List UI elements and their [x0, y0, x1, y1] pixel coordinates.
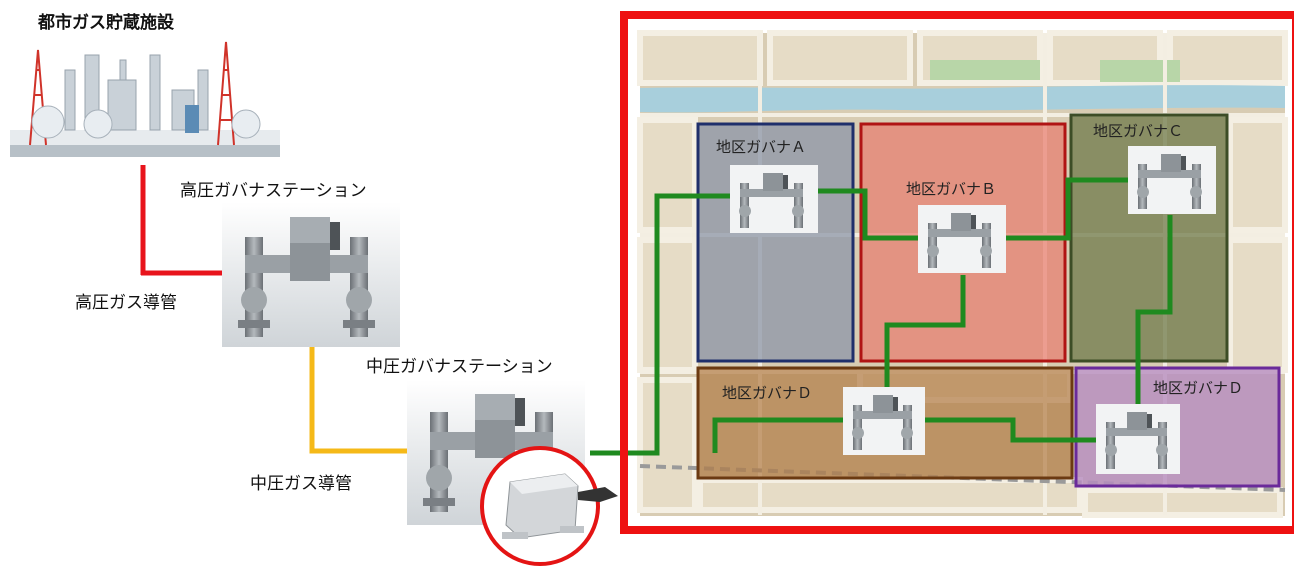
district-zone-a	[696, 122, 855, 363]
district-governor-d1-label: 地区ガバナＤ	[722, 384, 813, 402]
high-pressure-governor-icon	[222, 202, 400, 347]
medium-pressure-station-label: 中圧ガバナステーション	[366, 357, 553, 377]
governor-station-icon	[1128, 146, 1216, 214]
district-governor-icons	[730, 146, 1216, 474]
high-pressure-pipe-label: 高圧ガス導管	[75, 293, 177, 313]
governor-station-icon	[918, 205, 1006, 273]
governor-station-icon	[843, 387, 925, 455]
medium-pressure-pipe-line	[309, 347, 407, 454]
district-governor-c-label: 地区ガバナＣ	[1093, 122, 1184, 140]
district-governor-a-label: 地区ガバナＡ	[716, 138, 807, 156]
district-governor-b-label: 地区ガバナＢ	[906, 180, 997, 198]
governor-station-icon	[730, 165, 818, 233]
vibration-sensor-icon	[480, 446, 618, 566]
district-governor-d2-label: 地区ガバナＤ	[1153, 379, 1244, 397]
gas-storage-plant-icon	[10, 41, 280, 157]
storage-facility-label: 都市ガス貯蔵施設	[38, 13, 174, 33]
medium-pressure-pipe-label: 中圧ガス導管	[250, 474, 352, 494]
governor-station-icon	[1096, 404, 1180, 474]
high-pressure-station-label: 高圧ガバナステーション	[180, 181, 367, 201]
monitoring-area-frame	[620, 11, 1294, 534]
